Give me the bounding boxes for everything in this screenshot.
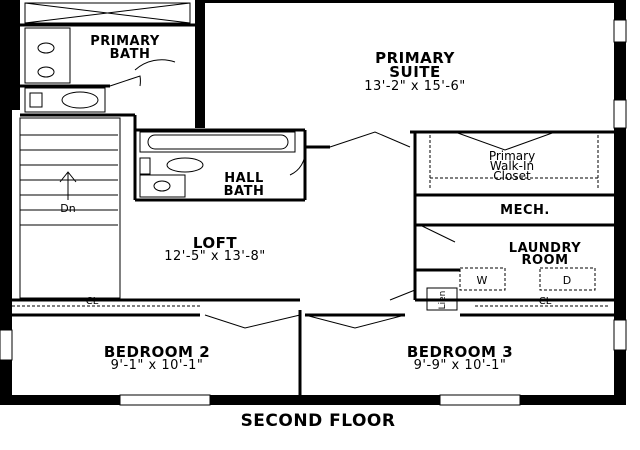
- laundry-label-2: ROOM: [521, 253, 568, 268]
- loft-dims: 12'-5" x 13'-8": [164, 249, 266, 264]
- linen-label: Lien: [438, 291, 448, 310]
- closet-label-left: CL: [86, 296, 99, 307]
- loft-label: LOFT: [193, 234, 238, 252]
- labels: PRIMARY BATH PRIMARY SUITE 13'-2" x 15'-…: [60, 34, 581, 431]
- dryer-label: D: [563, 274, 571, 287]
- closet-label-right: CL: [539, 296, 552, 307]
- primary-suite-label-1: PRIMARY: [375, 49, 455, 67]
- primary-suite-label-2: SUITE: [389, 63, 441, 81]
- primary-bath-label-2: BATH: [110, 47, 151, 62]
- bedroom3-dims: 9'-9" x 10'-1": [414, 358, 507, 373]
- doors: [109, 59, 556, 329]
- laundry-label-1: LAUNDRY: [509, 241, 581, 256]
- walk-in-closet-label-2: Walk-In: [490, 159, 534, 173]
- fixture-lines: [12, 2, 610, 311]
- mech-label: MECH.: [500, 203, 550, 218]
- walk-in-closet-label-1: Primary: [489, 149, 535, 163]
- bedroom2-dims: 9'-1" x 10'-1": [111, 358, 204, 373]
- washer-label: W: [477, 274, 488, 287]
- interior-walls: [12, 23, 625, 400]
- windows: [0, 19, 627, 406]
- down-label: Dn: [60, 202, 75, 215]
- bedroom2-label: BEDROOM 2: [104, 343, 210, 361]
- hall-bath-label-1: HALL: [224, 171, 264, 186]
- bedroom3-label: BEDROOM 3: [407, 343, 513, 361]
- walk-in-closet-label-3: Closet: [493, 169, 531, 183]
- primary-suite-dims: 13'-2" x 15'-6": [364, 79, 466, 94]
- hall-bath-label-2: BATH: [224, 184, 265, 199]
- floor-title: SECOND FLOOR: [241, 411, 396, 431]
- primary-bath-label-1: PRIMARY: [90, 34, 160, 49]
